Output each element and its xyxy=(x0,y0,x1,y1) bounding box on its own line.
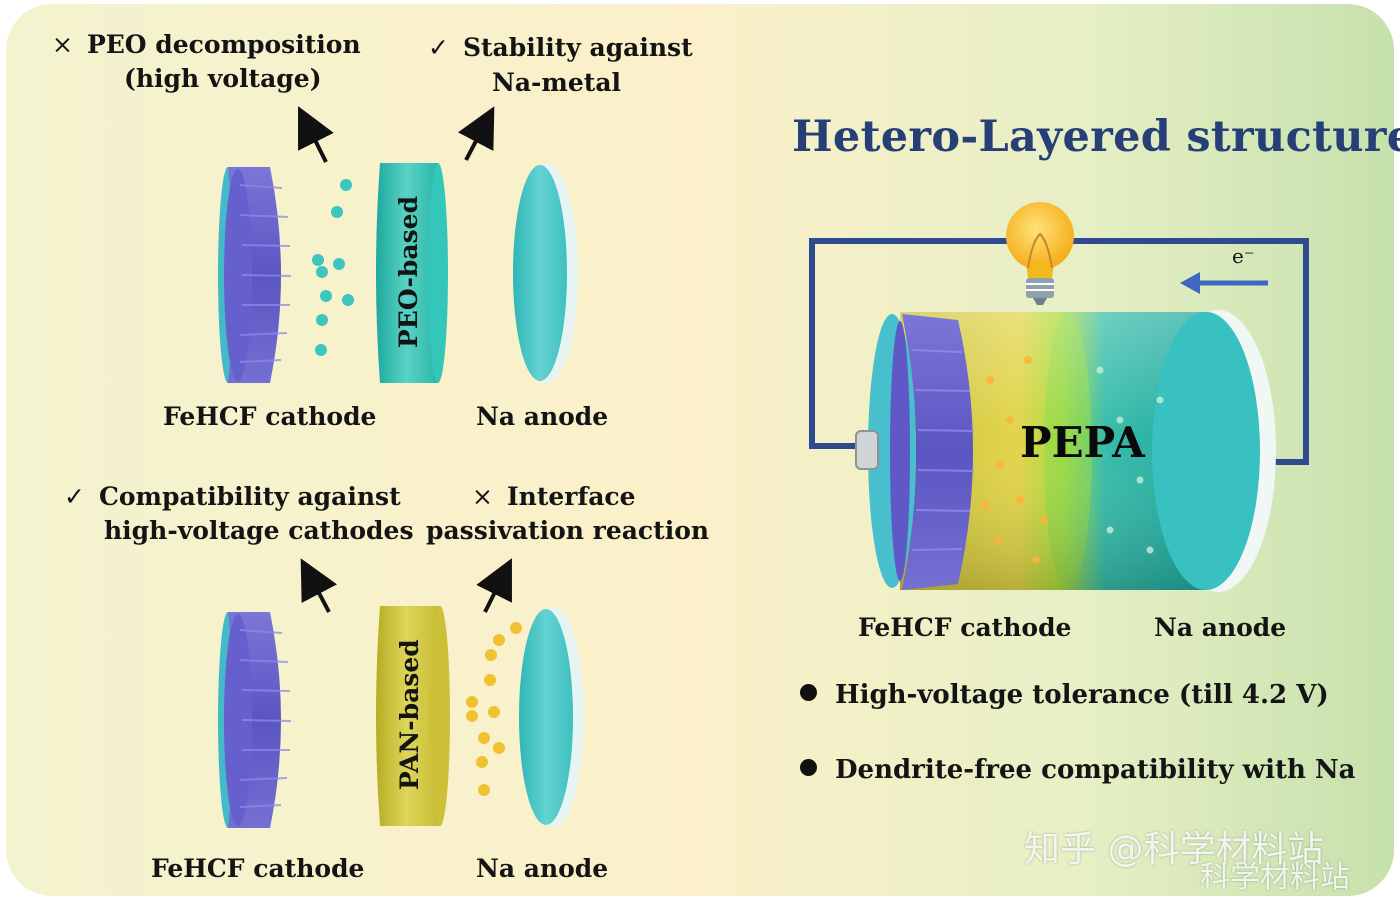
electron-flow-arrow xyxy=(1180,272,1268,294)
peo-based-label: PEO-based xyxy=(394,195,423,348)
right-anode-label: Na anode xyxy=(1154,613,1287,642)
top-peo-electrolyte xyxy=(376,163,448,383)
bottom-con-label: × Interface xyxy=(472,482,636,511)
bottom-cathode-label: FeHCF cathode xyxy=(151,854,365,883)
bottom-con-arrow xyxy=(476,558,512,613)
main-title: Hetero-Layered structure xyxy=(792,112,1400,162)
top-con-label: × PEO decomposition xyxy=(52,30,361,59)
bullet-dot-icon xyxy=(800,684,817,701)
pan-based-label: PAN-based xyxy=(395,639,424,790)
electron-label: e⁻ xyxy=(1232,244,1255,268)
bottom-pro-line1: Compatibility against xyxy=(98,482,401,511)
watermark-line2: 科学材料站 xyxy=(1200,860,1350,895)
lightbulb-icon xyxy=(1006,202,1074,305)
top-pro-line1: Stability against xyxy=(462,33,693,62)
bottom-pro-arrow xyxy=(300,558,338,613)
watermark-line1: 知乎 @科学材料站 xyxy=(1024,829,1324,870)
bottom-na-anode xyxy=(519,607,584,827)
bottom-ions xyxy=(466,622,522,796)
top-cathode-label: FeHCF cathode xyxy=(163,402,377,431)
top-cathode xyxy=(218,167,292,383)
bottom-pan-electrolyte xyxy=(376,606,450,826)
bullet-text: Dendrite-free compatibility with Na xyxy=(835,755,1356,785)
top-anode-label: Na anode xyxy=(476,402,609,431)
top-con-label-2: (high voltage) xyxy=(124,64,322,93)
bullet-item: Dendrite-free compatibility with Na xyxy=(800,755,1356,785)
bullet-text: High-voltage tolerance (till 4.2 V) xyxy=(835,680,1329,710)
bottom-con-line1: Interface xyxy=(506,482,636,511)
cross-icon: × xyxy=(52,30,73,59)
top-con-arrow xyxy=(298,106,334,163)
check-icon: ✓ xyxy=(64,482,85,511)
top-pro-arrow xyxy=(457,106,495,161)
bottom-con-label-2: passivation reaction xyxy=(426,516,710,545)
top-ions xyxy=(312,179,354,356)
top-pro-label: ✓ Stability against xyxy=(428,33,693,62)
pepa-battery xyxy=(855,310,1276,592)
check-icon: ✓ xyxy=(428,33,449,62)
battery-label: PEPA xyxy=(1020,418,1145,467)
bullet-item: High-voltage tolerance (till 4.2 V) xyxy=(800,680,1329,710)
top-con-line1: PEO decomposition xyxy=(86,30,361,59)
bottom-pro-label-2: high-voltage cathodes xyxy=(104,516,414,545)
bottom-pro-label: ✓ Compatibility against xyxy=(64,482,401,511)
bottom-cathode xyxy=(218,612,292,828)
cross-icon: × xyxy=(472,482,493,511)
right-cathode-label: FeHCF cathode xyxy=(858,613,1072,642)
top-na-anode xyxy=(513,163,578,383)
bottom-anode-label: Na anode xyxy=(476,854,609,883)
top-pro-label-2: Na-metal xyxy=(492,68,622,97)
bullet-dot-icon xyxy=(800,759,817,776)
